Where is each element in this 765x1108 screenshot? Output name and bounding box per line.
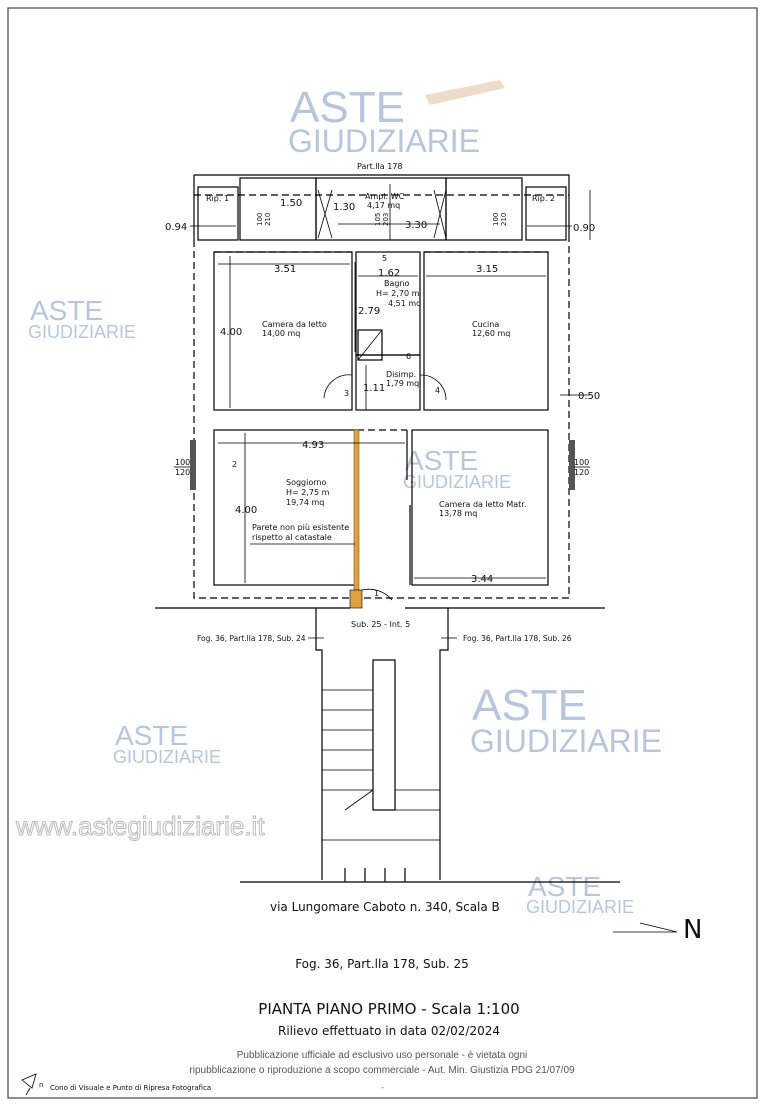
disclaimer-line1: Pubblicazione ufficiale ad esclusivo uso… — [237, 1050, 528, 1061]
view-cone-icon — [21, 1073, 37, 1096]
dim-label: 1.11 — [363, 383, 385, 394]
watermark-giudiziarie: GIUDIZIARIE — [28, 322, 136, 342]
cadastral-reference: Fog. 36, Part.lla 178, Sub. 25 — [295, 957, 469, 971]
dim-label: 3.30 — [405, 220, 427, 231]
watermark-giudiziarie: GIUDIZIARIE — [526, 897, 634, 917]
neighbor-right-label: Fog. 36, Part.lla 178, Sub. 26 — [463, 634, 572, 643]
photo-point: 6 — [406, 352, 411, 361]
watermark-aste: ASTE — [115, 720, 188, 751]
photo-point: 5 — [382, 254, 387, 263]
watermark-aste: ASTE — [30, 295, 103, 326]
survey-date: Rilievo effettuato in data 02/02/2024 — [278, 1024, 500, 1038]
watermark-giudiziarie: GIUDIZIARIE — [113, 747, 221, 767]
door-dim: 105 — [374, 213, 382, 226]
street-label: via Lungomare Caboto n. 340, Scala B — [270, 900, 500, 914]
page-frame — [7, 7, 758, 1099]
room-cucina-name: Cucina — [472, 320, 499, 329]
door-dim: 210 — [264, 213, 272, 226]
footer: Fog. 36, Part.lla 178, Sub. 25 PIANTA PI… — [21, 957, 575, 1096]
dim-label: 2.79 — [358, 306, 380, 317]
removed-wall — [353, 429, 360, 591]
dim-label: 1.62 — [378, 268, 400, 279]
watermark-aste: ASTE — [405, 445, 478, 476]
watermark-aste: ASTE — [472, 681, 587, 730]
watermark-site: www.astegiudiziarie.it — [15, 811, 265, 841]
dim-label: 3.44 — [471, 574, 493, 585]
watermark-giudiziarie: GIUDIZIARIE — [470, 723, 662, 759]
dimension-lines — [190, 184, 591, 583]
watermark-aste: ASTE — [290, 83, 405, 132]
door-dim: 100 — [256, 213, 264, 226]
photo-point: 1 — [374, 589, 379, 598]
dim-label: 4.93 — [302, 440, 324, 451]
room-disimp-name: Disimp. — [386, 370, 416, 379]
room-matr-name: Camera da letto Matr. — [439, 500, 526, 509]
window-dim: 100 — [574, 458, 589, 467]
footer-dash: - — [381, 1083, 384, 1092]
window-dim: 100 — [175, 458, 190, 467]
photo-point: 2 — [232, 460, 237, 469]
room-bagno-area: 4,51 mq — [388, 299, 421, 308]
dim-label: 0.50 — [578, 391, 600, 402]
neighbor-left-label: Fog. 36, Part.lla 178, Sub. 24 — [197, 634, 306, 643]
legend-symbol: n — [39, 1081, 43, 1089]
door-dim: 210 — [500, 213, 508, 226]
room-ampl-wc-name: Ampl. WC — [365, 192, 405, 201]
room-rip2: Rip. 2 — [532, 194, 555, 203]
disclaimer-line2: ripubblicazione o riproduzione a scopo c… — [189, 1065, 575, 1076]
dim-label: 0.94 — [165, 222, 187, 233]
wall-note-line2: rispetto al catastale — [252, 533, 332, 542]
gavel-icon — [425, 80, 505, 105]
room-cucina-area: 12,60 mq — [472, 329, 510, 338]
room-soggiorno-area: 19,74 mq — [286, 498, 324, 507]
room-disimp-area: 1,79 mq — [386, 379, 419, 388]
watermark-aste: ASTE — [528, 871, 601, 902]
door-dim: 203 — [382, 213, 390, 226]
door-dim: 100 — [492, 213, 500, 226]
watermark-giudiziarie: GIUDIZIARIE — [403, 472, 511, 492]
room-matr-area: 13,78 mq — [439, 509, 477, 518]
window-dim: 120 — [574, 468, 589, 477]
north-label: N — [683, 915, 702, 945]
room-soggiorno-height: H= 2,75 m — [286, 488, 330, 497]
room-bagno-name: Bagno — [384, 279, 410, 288]
room-rip1: Rip. 1 — [206, 194, 229, 203]
photo-point: 4 — [435, 386, 440, 395]
room-camera-area: 14,00 mq — [262, 329, 300, 338]
watermark-logos: ASTE GIUDIZIARIE ASTE GIUDIZIARIE ASTE G… — [15, 80, 662, 917]
dim-label: 4.00 — [220, 327, 242, 338]
dim-label: 3.15 — [476, 264, 498, 275]
room-ampl-wc-area: 4,17 mq — [367, 201, 400, 210]
dim-label: 3.51 — [274, 264, 296, 275]
entrance-label: Sub. 25 - Int. 5 — [351, 620, 410, 629]
room-bagno-height: H= 2,70 m — [376, 289, 420, 298]
building-walls — [155, 174, 620, 883]
photo-point: 3 — [344, 389, 349, 398]
plan-labels: Part.lla 178 Rip. 1 Rip. 2 Ampl. WC 4,17… — [165, 162, 702, 945]
north-arrow-icon — [613, 922, 678, 933]
dim-label: 0.90 — [573, 223, 595, 234]
watermark-giudiziarie: GIUDIZIARIE — [288, 123, 480, 159]
legend-text: Cono di Visuale e Punto di Ripresa Fotog… — [50, 1084, 211, 1092]
parcel-label: Part.lla 178 — [357, 162, 403, 171]
dim-label: 1.30 — [333, 202, 355, 213]
plan-title: PIANTA PIANO PRIMO - Scala 1:100 — [258, 1000, 519, 1018]
wall-note-line1: Parete non più esistente — [252, 523, 349, 532]
dim-label: 1.50 — [280, 198, 302, 209]
room-soggiorno-name: Soggiorno — [286, 478, 326, 487]
dim-label: 4.00 — [235, 505, 257, 516]
room-camera-name: Camera da letto — [262, 320, 327, 329]
window-dim: 120 — [175, 468, 190, 477]
